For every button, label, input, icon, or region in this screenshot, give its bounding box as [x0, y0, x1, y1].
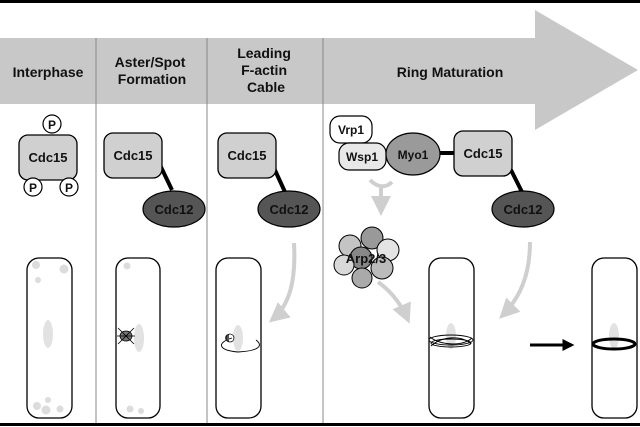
- phase-leading-cable: Leading F-actin Cable: [237, 45, 295, 95]
- svg-text:Arp2/3: Arp2/3: [346, 251, 386, 266]
- mature-ring-cell: [591, 257, 638, 419]
- ring-cdc12: Cdc12: [491, 190, 555, 228]
- cable-cell: [215, 257, 262, 419]
- phospho-badge: P: [59, 177, 79, 197]
- arp23-complex: Arp2/3: [333, 226, 400, 289]
- aster-cdc12: Cdc12: [142, 190, 206, 228]
- myo1: Myo1: [385, 132, 441, 176]
- pathway-arrow: [499, 241, 532, 319]
- svg-text:P: P: [48, 118, 56, 132]
- link-cdc15-cdc12: [508, 167, 524, 193]
- phase-ring-maturation: Ring Maturation: [397, 64, 504, 80]
- svg-text:Cdc15: Cdc15: [113, 148, 152, 163]
- vrp1: Vrp1: [329, 115, 373, 144]
- svg-text:Cdc15: Cdc15: [463, 146, 502, 161]
- aster-cell: [115, 257, 161, 419]
- top-rule: [0, 0, 640, 3]
- svg-text:Cdc15: Cdc15: [227, 148, 266, 163]
- phospho-badge: P: [23, 177, 43, 197]
- svg-text:Myo1: Myo1: [398, 148, 429, 162]
- maturing-ring-cell: [428, 257, 475, 419]
- bottom-rule: [0, 423, 640, 426]
- cable-cdc12: Cdc12: [257, 190, 321, 228]
- phospho-badge: P: [42, 114, 62, 134]
- phase-aster-spot: Aster/Spot Formation: [115, 54, 190, 87]
- svg-text:Cdc12: Cdc12: [154, 202, 193, 217]
- pathway-arrow: [268, 242, 297, 323]
- svg-text:Vrp1: Vrp1: [338, 123, 364, 137]
- svg-text:Cdc12: Cdc12: [503, 202, 542, 217]
- interphase-cdc15: Cdc15: [18, 134, 78, 181]
- phase-interphase: Interphase: [13, 64, 84, 80]
- svg-text:Wsp1: Wsp1: [346, 150, 378, 164]
- interphase-cell: [26, 257, 73, 419]
- svg-text:Cdc12: Cdc12: [269, 202, 308, 217]
- progression-arrow: [0, 10, 638, 130]
- pathway-arrow: [370, 178, 392, 212]
- aster-cdc15: Cdc15: [103, 132, 163, 179]
- svg-text:Cdc15: Cdc15: [28, 150, 67, 165]
- svg-text:P: P: [29, 181, 37, 195]
- svg-text:P: P: [65, 181, 73, 195]
- wsp1: Wsp1: [338, 142, 387, 171]
- ring-cdc15: Cdc15: [453, 130, 513, 177]
- pathway-arrow: [376, 280, 411, 324]
- cable-cdc15: Cdc15: [217, 132, 277, 179]
